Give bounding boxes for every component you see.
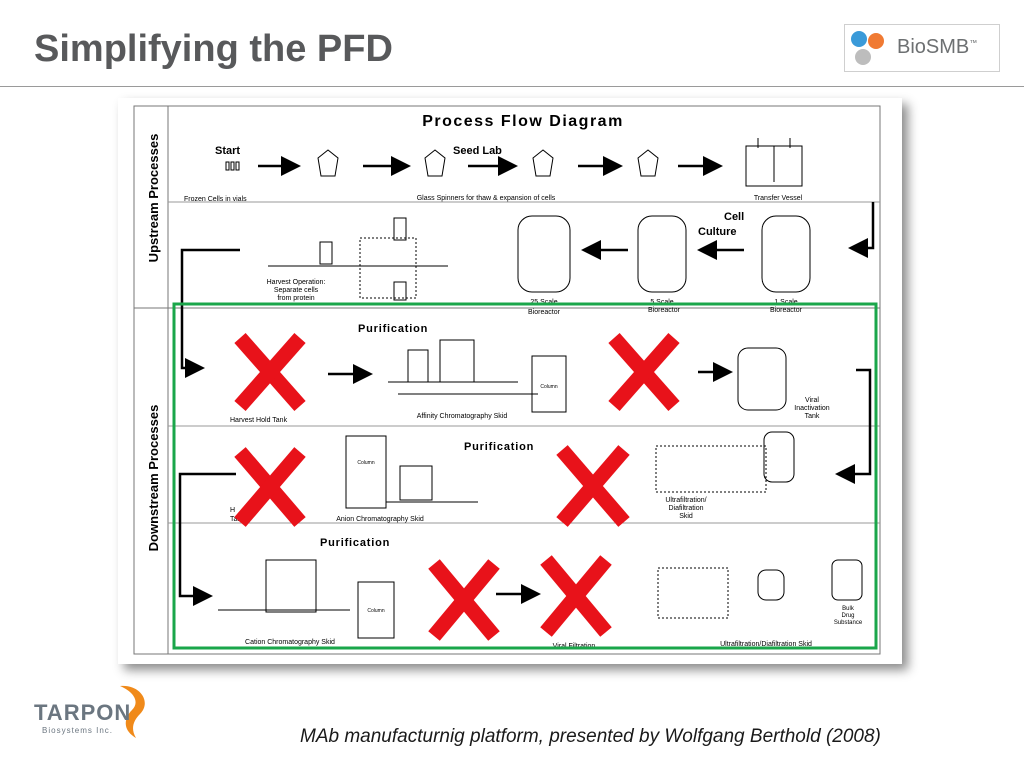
cross-anion-feed [234,447,306,527]
uf-df-label-3: Skid [679,513,693,520]
affinity-skid-label: Affinity Chromatography Skid [417,413,508,420]
glass-spinners-label: Glass Spinners for thaw & expansion of c… [417,195,556,202]
harvest-op-label-3: from protein [277,295,314,302]
diagram-title: Process Flow Diagram [422,113,624,130]
frozen-cells-label: Frozen Cells in vials [184,196,247,203]
start-label: Start [215,145,240,157]
cation-skid-label: Cation Chromatography Skid [245,639,335,646]
cation-skid [218,559,350,613]
bioreactor-5-label: Bioreactor [648,307,681,314]
transfer-vessel-label: Transfer Vessel [754,195,803,202]
viral-inactivation-label-2: Inactivation [794,405,830,412]
spinner-flask-icons [317,149,659,177]
affinity-column-label: Column [540,384,557,390]
harvest-op-label-2: Separate cells [274,287,319,294]
biosmb-logo-text: BioSMB™ [897,36,978,58]
cell-culture-label-2: Culture [698,226,737,238]
slide-caption: MAb manufacturnig platform, presented by… [300,726,881,747]
viral-inactivation-label-1: Viral [805,397,819,404]
transfer-vessel-icon [745,138,803,187]
upstream-section-label: Upstream Processes [146,134,161,263]
cation-column-label: Column [367,608,384,614]
downstream-highlight-box [172,302,878,650]
anion-skid [386,465,478,503]
harvest-piping [268,217,448,301]
affinity-skid [388,339,538,395]
connector-row2-to-row3 [178,472,236,606]
purification-label-3: Purification [320,537,390,549]
harvest-op-label-1: Harvest Operation: [267,279,326,286]
partial-h-label: H [230,507,235,514]
cross-anion-hold [556,445,630,527]
cross-viral-filtration [540,555,612,637]
diagram-frame [133,105,881,655]
affinity-column [531,355,567,413]
removed-step-crosses [234,333,680,641]
bioreactor-1-label: Bioreactor [770,307,803,314]
cross-cation-hold [428,559,500,641]
tarpon-subtitle: Biosystems Inc. [42,726,114,735]
harvest-hold-label: Harvest Hold Tank [230,417,288,424]
bulk-label-1: Bulk [842,606,855,612]
bulk-drug-vessel [831,559,863,601]
bioreactor-icons [517,215,811,293]
tarpon-logo: TARPON Biosystems Inc. [30,680,180,750]
bioreactor-25-label: Bioreactor [528,309,561,316]
tarpon-fish-icon [120,685,145,738]
vials-icon [225,161,240,171]
anion-skid-label: Anion Chromatography Skid [336,516,424,523]
connector-transfer-to-culture [848,202,875,258]
purification-label-2: Purification [464,441,534,453]
uf-df-label-2: Diafiltration [668,505,703,512]
anion-column [345,435,387,509]
title-divider [0,86,1024,87]
connector-row1-to-row2 [835,368,872,484]
seed-lab-label: Seed Lab [453,145,502,157]
pfd-svg: Upstream Processes Downstream Processes … [133,105,881,655]
anion-column-label: Column [357,460,374,466]
cross-affinity-hold [608,333,680,411]
uf-df-label-1: Ultrafiltration/ [665,497,706,504]
uf-df-skid-final [657,567,785,619]
biosmb-logo: BioSMB™ [844,24,1000,72]
downstream-section-label: Downstream Processes [146,405,161,552]
connector-harvest-to-downstream [180,248,240,378]
cell-culture-label-1: Cell [724,211,744,223]
tarpon-name: TARPON [34,700,132,725]
uf-df-skid-label: Ultrafiltration/Diafiltration Skid [720,641,812,648]
uf-df-skid [655,431,795,493]
biosmb-logo-mark [851,31,884,65]
cross-harvest-hold [234,333,306,411]
viral-inactivation-label-3: Tank [805,413,820,420]
bulk-label-3: Substance [834,620,863,626]
slide-title: Simplifying the PFD [34,28,393,70]
process-flow-diagram: Upstream Processes Downstream Processes … [118,98,902,664]
viral-inactivation-tank [737,347,787,411]
cation-column [357,581,395,639]
purification-label-1: Purification [358,323,428,335]
bulk-label-2: Drug [841,613,854,619]
